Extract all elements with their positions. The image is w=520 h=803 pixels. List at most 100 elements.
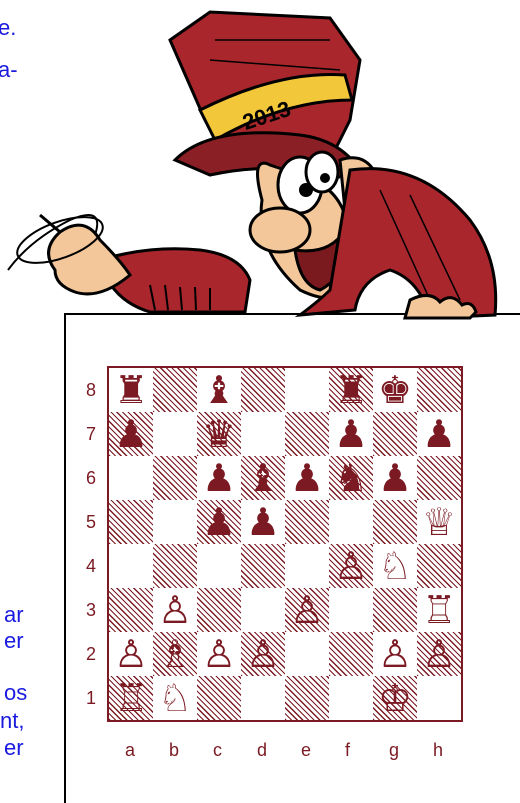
square-a6[interactable]: [109, 456, 153, 500]
piece-a1[interactable]: ♖: [109, 676, 153, 720]
square-c4[interactable]: [197, 544, 241, 588]
square-e2[interactable]: [285, 632, 329, 676]
text-fragment: er: [4, 735, 24, 761]
piece-f4[interactable]: ♙: [329, 544, 373, 588]
square-f2[interactable]: [329, 632, 373, 676]
piece-f7[interactable]: ♟: [329, 412, 373, 456]
square-e1[interactable]: [285, 676, 329, 720]
square-b4[interactable]: [153, 544, 197, 588]
square-e6[interactable]: ♟: [285, 456, 329, 500]
square-g3[interactable]: [373, 588, 417, 632]
square-a3[interactable]: [109, 588, 153, 632]
square-e4[interactable]: [285, 544, 329, 588]
square-h1[interactable]: [417, 676, 461, 720]
piece-c2[interactable]: ♙: [197, 632, 241, 676]
square-d6[interactable]: ♝: [241, 456, 285, 500]
piece-g4[interactable]: ♘: [373, 544, 417, 588]
square-d2[interactable]: ♙: [241, 632, 285, 676]
piece-h7[interactable]: ♟: [417, 412, 461, 456]
square-e7[interactable]: [285, 412, 329, 456]
square-d5[interactable]: ♟: [241, 500, 285, 544]
square-a8[interactable]: ♜: [109, 368, 153, 412]
piece-g1[interactable]: ♔: [373, 676, 417, 720]
square-c1[interactable]: [197, 676, 241, 720]
square-g7[interactable]: [373, 412, 417, 456]
piece-e6[interactable]: ♟: [285, 456, 329, 500]
square-d4[interactable]: [241, 544, 285, 588]
piece-h3[interactable]: ♖: [417, 588, 461, 632]
square-b1[interactable]: ♘: [153, 676, 197, 720]
square-c5[interactable]: ♟: [197, 500, 241, 544]
piece-b1[interactable]: ♘: [153, 676, 197, 720]
square-d1[interactable]: [241, 676, 285, 720]
square-d3[interactable]: [241, 588, 285, 632]
piece-c5[interactable]: ♟: [197, 500, 241, 544]
square-a4[interactable]: [109, 544, 153, 588]
square-g5[interactable]: [373, 500, 417, 544]
rank-label: 1: [86, 688, 96, 709]
square-g8[interactable]: ♚: [373, 368, 417, 412]
square-g1[interactable]: ♔: [373, 676, 417, 720]
square-h3[interactable]: ♖: [417, 588, 461, 632]
square-a7[interactable]: ♟: [109, 412, 153, 456]
piece-d2[interactable]: ♙: [241, 632, 285, 676]
piece-g8[interactable]: ♚: [373, 368, 417, 412]
piece-f8[interactable]: ♜: [329, 368, 373, 412]
square-d8[interactable]: [241, 368, 285, 412]
square-b2[interactable]: ♗: [153, 632, 197, 676]
piece-c8[interactable]: ♝: [197, 368, 241, 412]
piece-f6[interactable]: ♞: [329, 456, 373, 500]
piece-h5[interactable]: ♕: [417, 500, 461, 544]
square-e3[interactable]: ♙: [285, 588, 329, 632]
text-fragment: os: [4, 680, 27, 706]
square-f3[interactable]: [329, 588, 373, 632]
square-a1[interactable]: ♖: [109, 676, 153, 720]
square-f7[interactable]: ♟: [329, 412, 373, 456]
square-h5[interactable]: ♕: [417, 500, 461, 544]
square-f6[interactable]: ♞: [329, 456, 373, 500]
piece-g6[interactable]: ♟: [373, 456, 417, 500]
piece-a8[interactable]: ♜: [109, 368, 153, 412]
piece-a2[interactable]: ♙: [109, 632, 153, 676]
piece-a7[interactable]: ♟: [109, 412, 153, 456]
square-h2[interactable]: ♙: [417, 632, 461, 676]
square-c6[interactable]: ♟: [197, 456, 241, 500]
square-f1[interactable]: [329, 676, 373, 720]
square-h6[interactable]: [417, 456, 461, 500]
square-h8[interactable]: [417, 368, 461, 412]
square-b3[interactable]: ♙: [153, 588, 197, 632]
square-a2[interactable]: ♙: [109, 632, 153, 676]
square-c3[interactable]: [197, 588, 241, 632]
square-c2[interactable]: ♙: [197, 632, 241, 676]
file-label: e: [301, 740, 311, 761]
square-h4[interactable]: [417, 544, 461, 588]
rank-label: 4: [86, 556, 96, 577]
piece-c6[interactable]: ♟: [197, 456, 241, 500]
square-e8[interactable]: [285, 368, 329, 412]
square-c8[interactable]: ♝: [197, 368, 241, 412]
square-g2[interactable]: ♙: [373, 632, 417, 676]
piece-c7[interactable]: ♛: [197, 412, 241, 456]
chess-board: ♜♝♜♚♟♛♟♟♟♝♟♞♟♟♟♕♙♘♙♙♖♙♗♙♙♙♙♖♘♔: [107, 366, 463, 722]
piece-d6[interactable]: ♝: [241, 456, 285, 500]
square-b5[interactable]: [153, 500, 197, 544]
square-a5[interactable]: [109, 500, 153, 544]
square-f8[interactable]: ♜: [329, 368, 373, 412]
square-g6[interactable]: ♟: [373, 456, 417, 500]
square-b6[interactable]: [153, 456, 197, 500]
piece-h2[interactable]: ♙: [417, 632, 461, 676]
square-h7[interactable]: ♟: [417, 412, 461, 456]
square-f4[interactable]: ♙: [329, 544, 373, 588]
square-c7[interactable]: ♛: [197, 412, 241, 456]
square-b8[interactable]: [153, 368, 197, 412]
square-e5[interactable]: [285, 500, 329, 544]
piece-b2[interactable]: ♗: [153, 632, 197, 676]
piece-e3[interactable]: ♙: [285, 588, 329, 632]
square-d7[interactable]: [241, 412, 285, 456]
square-f5[interactable]: [329, 500, 373, 544]
square-b7[interactable]: [153, 412, 197, 456]
piece-b3[interactable]: ♙: [153, 588, 197, 632]
piece-g2[interactable]: ♙: [373, 632, 417, 676]
piece-d5[interactable]: ♟: [241, 500, 285, 544]
square-g4[interactable]: ♘: [373, 544, 417, 588]
